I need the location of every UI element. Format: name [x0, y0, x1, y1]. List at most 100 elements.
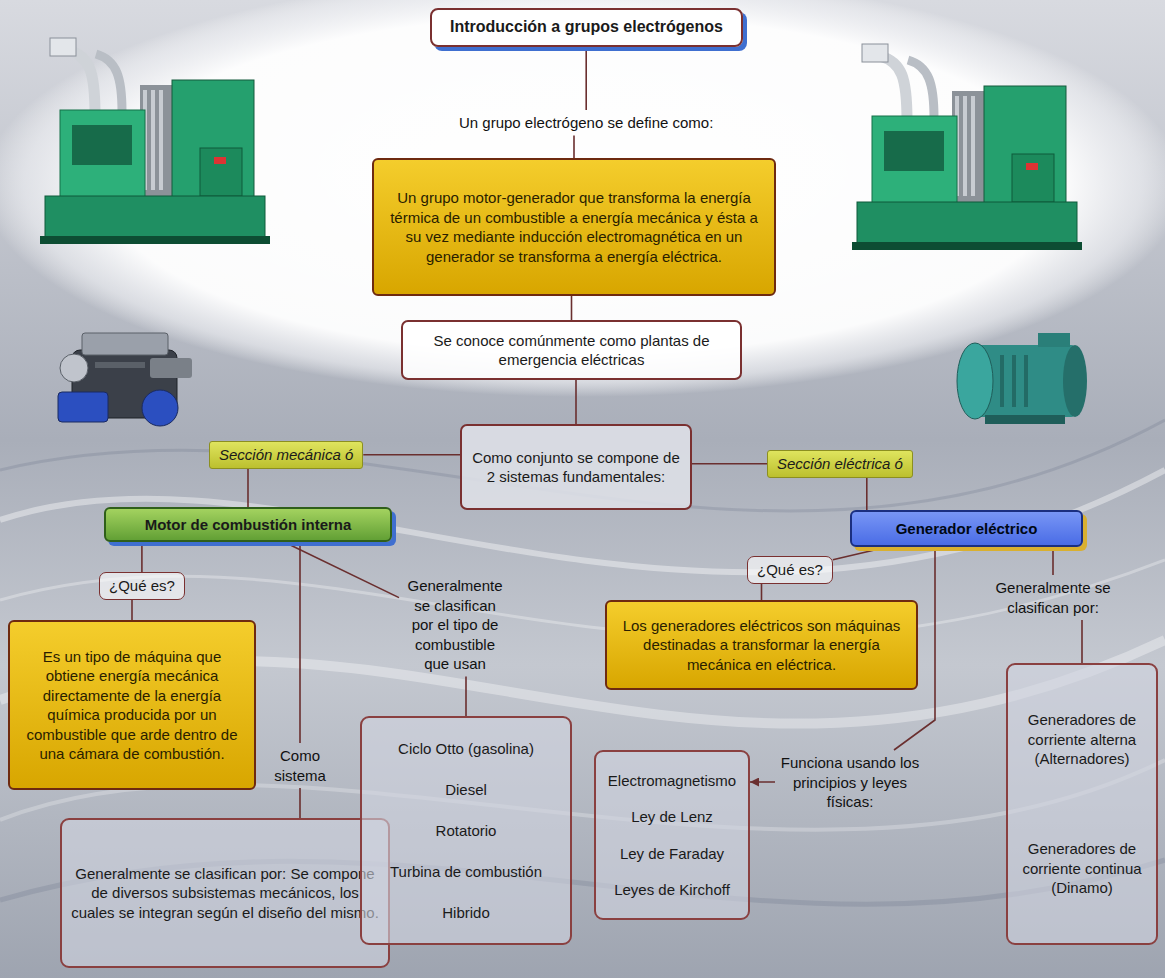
question-box: ¿Qué es?: [747, 556, 833, 584]
generator-set-picture: [151, 90, 155, 190]
engine-picture: [82, 333, 168, 355]
generator-set-picture: [908, 60, 934, 118]
node-text: Ley de Lenz: [631, 807, 713, 827]
node-text: Es un tipo de máquina que obtiene energí…: [20, 647, 244, 764]
generator-set-picture: [852, 242, 1082, 250]
node-text: Hibrido: [442, 903, 490, 923]
engine-picture: [150, 358, 192, 378]
generator-set-picture: [68, 50, 95, 115]
generator-set-picture: [984, 86, 1066, 216]
generator-set-picture: [96, 54, 122, 112]
title-box: Introducción a grupos electrógenos: [430, 8, 743, 47]
node-text: Los generadores eléctricos son máquinas …: [617, 616, 906, 675]
generator-set-picture: [872, 116, 957, 204]
swirl-lines: [0, 420, 1165, 511]
generator-set-picture: [1012, 154, 1054, 202]
engine-picture: [58, 333, 192, 426]
connector: [761, 584, 763, 601]
engine-picture: [142, 390, 178, 426]
node-text: Motor de combustión interna: [145, 515, 352, 535]
generator-set-picture: [214, 157, 226, 164]
node-text: Sección mecánica ó: [219, 445, 353, 465]
node-text: Un grupo motor-generador que transforma …: [384, 188, 764, 266]
alternator-picture: [1038, 333, 1070, 347]
connector: [575, 380, 577, 424]
definition-box: Un grupo motor-generador que transforma …: [372, 158, 776, 296]
alternator-picture: [957, 333, 1087, 424]
concept-box: Se conoce comúnmente como plantas de eme…: [401, 320, 742, 380]
concept-box: Generalmente se clasifican por: Se compo…: [60, 818, 390, 968]
link-phrase: Funciona usando los principios y leyes f…: [775, 750, 925, 815]
connector: [141, 542, 143, 572]
node-text: ¿Qué es?: [109, 576, 175, 596]
link-phrase: Un grupo electrógeno se define como:: [456, 110, 716, 136]
alternator-picture: [1063, 345, 1087, 417]
generator-set-picture: [862, 44, 888, 62]
connector: [574, 47, 586, 158]
generator-set-picture: [60, 110, 145, 198]
generator-set-picture: [852, 44, 1082, 250]
generator-set-picture: [172, 80, 254, 210]
connector: [131, 600, 133, 621]
alternator-picture: [1024, 355, 1028, 407]
question-box: ¿Qué es?: [99, 572, 185, 600]
generator-set-picture: [72, 125, 132, 165]
connector: [247, 469, 249, 508]
link-phrase: Generalmente se clasifican por:: [978, 575, 1128, 620]
node-text: Electromagnetismo: [608, 771, 736, 791]
node-text: Ley de Faraday: [620, 844, 724, 864]
alternator-picture: [1012, 355, 1016, 407]
connector: [571, 296, 573, 320]
node-text: Generalmente se clasifican por: Se compo…: [70, 864, 380, 923]
spotlight: [0, 0, 1165, 397]
connector: [692, 463, 767, 465]
generator-set-picture: [200, 148, 242, 196]
generator-set-picture: [50, 38, 76, 56]
alternator-picture: [985, 415, 1065, 424]
section-tag: Sección eléctrica ó: [767, 450, 913, 478]
node-text: Rotatorio: [436, 821, 497, 841]
connector: [363, 454, 460, 456]
generator-set-picture: [159, 90, 163, 190]
link-phrase: Generalmente se clasifican por el tipo d…: [399, 573, 511, 677]
list-box: Generadores de corriente alterna (Altern…: [1006, 663, 1158, 945]
generator-set-picture: [1026, 163, 1038, 170]
definition-box: Los generadores eléctricos son máquinas …: [605, 600, 918, 690]
node-text: Ciclo Otto (gasolina): [398, 739, 534, 759]
alternator-picture: [957, 343, 993, 419]
generator-set-picture: [40, 38, 270, 244]
system-box: Motor de combustión interna: [104, 507, 392, 542]
generator-set-picture: [884, 131, 944, 171]
concept-box: Como conjunto se compone de 2 sistemas f…: [460, 424, 692, 510]
node-text: Turbina de combustión: [390, 862, 542, 882]
node-text: Sección eléctrica ó: [777, 454, 903, 474]
node-text: ¿Qué es?: [757, 560, 823, 580]
list-box: Ciclo Otto (gasolina) DieselRotatorioTurb…: [360, 716, 572, 945]
alternator-picture: [1000, 355, 1004, 407]
section-tag: Sección mecánica ó: [209, 441, 363, 469]
link-phrase: Como sistema: [260, 743, 340, 788]
connector: [866, 478, 868, 511]
node-text: Generadores de corriente alterna (Altern…: [1016, 710, 1148, 769]
node-text: Leyes de Kirchoff: [614, 880, 730, 900]
generator-set-picture: [880, 56, 907, 121]
connector: [833, 547, 887, 560]
engine-picture: [95, 362, 145, 368]
generator-set-picture: [857, 202, 1077, 244]
node-text: Introducción a grupos electrógenos: [450, 17, 723, 38]
definition-box: Es un tipo de máquina que obtiene energí…: [8, 620, 256, 790]
node-text: Como conjunto se compone de 2 sistemas f…: [472, 448, 680, 487]
list-box: ElectromagnetismoLey de LenzLey de Farad…: [594, 750, 750, 920]
generator-set-picture: [45, 196, 265, 238]
generator-set-picture: [963, 96, 967, 196]
node-text: Generadores de corriente continua (Dinam…: [1016, 839, 1148, 898]
node-text: Diesel: [445, 780, 487, 800]
generator-set-picture: [40, 236, 270, 244]
engine-picture: [58, 392, 108, 422]
engine-picture: [60, 354, 88, 382]
system-box: Generador eléctrico: [850, 510, 1083, 547]
generator-set-picture: [971, 96, 975, 196]
node-text: Generador eléctrico: [896, 519, 1038, 539]
node-text: Se conoce comúnmente como plantas de eme…: [413, 331, 730, 370]
